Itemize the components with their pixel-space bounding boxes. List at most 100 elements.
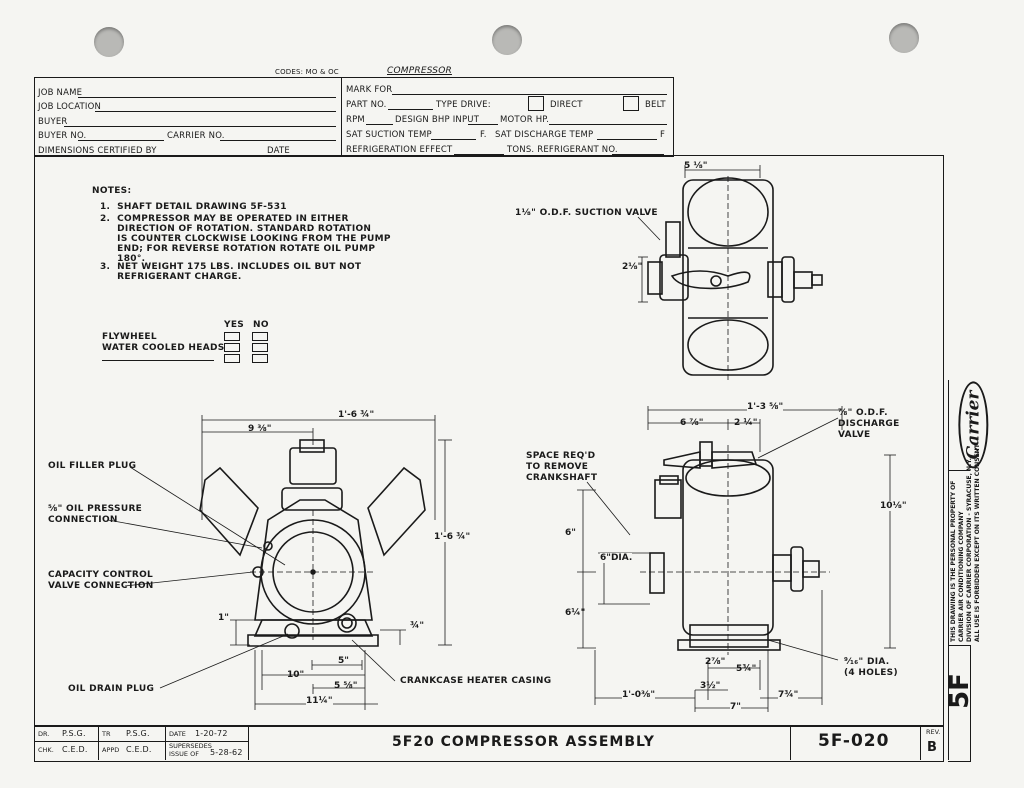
- f-label-2: F: [660, 130, 666, 140]
- sat-suction-label: SAT SUCTION TEMP: [346, 130, 432, 140]
- note-3: 3. NET WEIGHT 175 LBS. INCLUDES OIL BUT …: [100, 262, 362, 282]
- buyer-no-line: [78, 140, 164, 141]
- job-name-label: JOB NAME: [38, 88, 83, 98]
- direct-label: DIRECT: [550, 100, 583, 110]
- dim-right-overall: 1'-3 ⅝": [747, 402, 784, 412]
- tb-div-4: [790, 725, 791, 760]
- dim-right-614: 6¼": [565, 608, 586, 618]
- date-tb-label: DATE: [169, 730, 186, 738]
- refrig-effect-label: REFRIGERATION EFFECT: [346, 145, 453, 155]
- title-block: [34, 725, 944, 762]
- date-tb-value: 1-20-72: [195, 729, 228, 738]
- rpm-label: RPM: [346, 115, 365, 125]
- tb-div-1: [98, 725, 99, 760]
- part-no-label: PART NO.: [346, 100, 387, 110]
- side-strip-left: [948, 380, 949, 760]
- dim-left-1114: 11¼": [306, 696, 333, 706]
- supersedes-value: 5-28-62: [210, 748, 243, 757]
- dim-right-7: 7": [730, 702, 741, 712]
- drawing-title: 5F20 COMPRESSOR ASSEMBLY: [392, 734, 655, 750]
- rev-value: B: [927, 740, 938, 755]
- water-cooled-yes-box[interactable]: [224, 343, 240, 352]
- sat-suction-line: [431, 139, 476, 140]
- drawing-frame: [34, 155, 944, 727]
- holes-label: ⁹⁄₁₆" DIA. (4 HOLES): [844, 657, 898, 678]
- flywheel-no-box[interactable]: [252, 332, 268, 341]
- compressor-title: COMPRESSOR: [387, 66, 452, 76]
- dim-right-1018: 10⅛": [880, 501, 907, 511]
- blank-yes-box[interactable]: [224, 354, 240, 363]
- dim-left-5: 5": [338, 656, 349, 666]
- tr-value: P.S.G.: [126, 729, 150, 738]
- flywheel-label: FLYWHEEL: [102, 332, 157, 342]
- dim-left-938: 9 ⅜": [248, 424, 272, 434]
- tr-label: TR: [102, 730, 111, 738]
- header-left-box: [34, 77, 342, 157]
- carrier-no-label: CARRIER NO.: [167, 131, 225, 141]
- top-view: [647, 176, 823, 380]
- dim-right-1038: 1'-0⅜": [622, 690, 656, 700]
- note-1: 1. SHAFT DETAIL DRAWING 5F-531: [100, 202, 287, 212]
- punch-hole-center: [492, 25, 522, 55]
- job-name-line: [78, 97, 336, 98]
- dim-right-678: 6 ⅞": [680, 418, 704, 428]
- water-cooled-no-box[interactable]: [252, 343, 268, 352]
- dim-right-6dia: 6"DIA.: [600, 553, 633, 563]
- dim-top-side: 2⅛": [622, 262, 643, 272]
- dim-right-534: 5¾": [736, 664, 757, 674]
- rpm-line: [366, 124, 393, 125]
- side-view: [640, 441, 830, 655]
- mark-for-line: [392, 94, 667, 95]
- codes-label: CODES: MO & OC: [275, 68, 339, 76]
- side-code-box: [948, 645, 971, 762]
- dr-value: P.S.G.: [62, 729, 86, 738]
- blank-no-box[interactable]: [252, 354, 268, 363]
- tons-label: TONS. REFRIGERANT NO.: [507, 145, 618, 155]
- buyer-no-label: BUYER NO.: [38, 131, 87, 141]
- carrier-no-line: [220, 140, 336, 141]
- tb-div-2: [165, 725, 166, 760]
- punch-hole-right: [889, 23, 919, 53]
- crankcase-heater-label: CRANKCASE HEATER CASING: [400, 676, 552, 686]
- sat-discharge-line: [597, 139, 657, 140]
- flywheel-yes-box[interactable]: [224, 332, 240, 341]
- design-bhp-line: [468, 124, 498, 125]
- tb-div-5: [920, 725, 921, 760]
- direct-checkbox[interactable]: [528, 96, 544, 111]
- oil-drain-label: OIL DRAIN PLUG: [68, 684, 155, 694]
- dim-right-278: 2⅞": [705, 657, 726, 667]
- dr-label: DR.: [38, 730, 50, 738]
- water-cooled-label: WATER COOLED HEADS: [102, 343, 225, 353]
- mark-for-label: MARK FOR: [346, 85, 393, 95]
- rev-label: REV.: [926, 728, 941, 736]
- part-no-line: [388, 109, 433, 110]
- belt-label: BELT: [645, 100, 666, 110]
- date-label: DATE: [267, 146, 290, 156]
- dim-left-558: 5 ⅝": [334, 681, 358, 691]
- buyer-line: [64, 126, 336, 127]
- job-location-line: [95, 111, 336, 112]
- dimensions-certified-label: DIMENSIONS CERTIFIED BY: [38, 146, 157, 156]
- dim-right-734: 7¾": [778, 690, 799, 700]
- refrig-effect-line: [454, 154, 504, 155]
- tb-div-3: [248, 725, 249, 760]
- dim-left-1: 1": [218, 613, 229, 623]
- notes-heading: NOTES:: [92, 186, 132, 196]
- f-label-1: F.: [480, 130, 487, 140]
- chk-label: CHK.: [38, 746, 54, 754]
- motor-hp-label: MOTOR HP.: [500, 115, 550, 125]
- supersedes-label: SUPERSEDES ISSUE OF: [169, 742, 212, 758]
- side-code: 5F: [944, 673, 975, 709]
- oil-filler-label: OIL FILLER PLUG: [48, 461, 137, 471]
- buyer-label: BUYER: [38, 117, 68, 127]
- belt-checkbox[interactable]: [623, 96, 639, 111]
- refrigerant-no-line: [612, 154, 664, 155]
- side-strip-line-1: [948, 470, 970, 471]
- dim-right-312: 3½": [700, 681, 721, 691]
- appd-label: APPD: [102, 746, 120, 754]
- end-view: [199, 439, 426, 647]
- appd-value: C.E.D.: [126, 745, 152, 754]
- discharge-valve-label: ⅞" O.D.F. DISCHARGE VALVE: [838, 408, 900, 440]
- dim-top-width: 5 ⅛": [684, 161, 708, 171]
